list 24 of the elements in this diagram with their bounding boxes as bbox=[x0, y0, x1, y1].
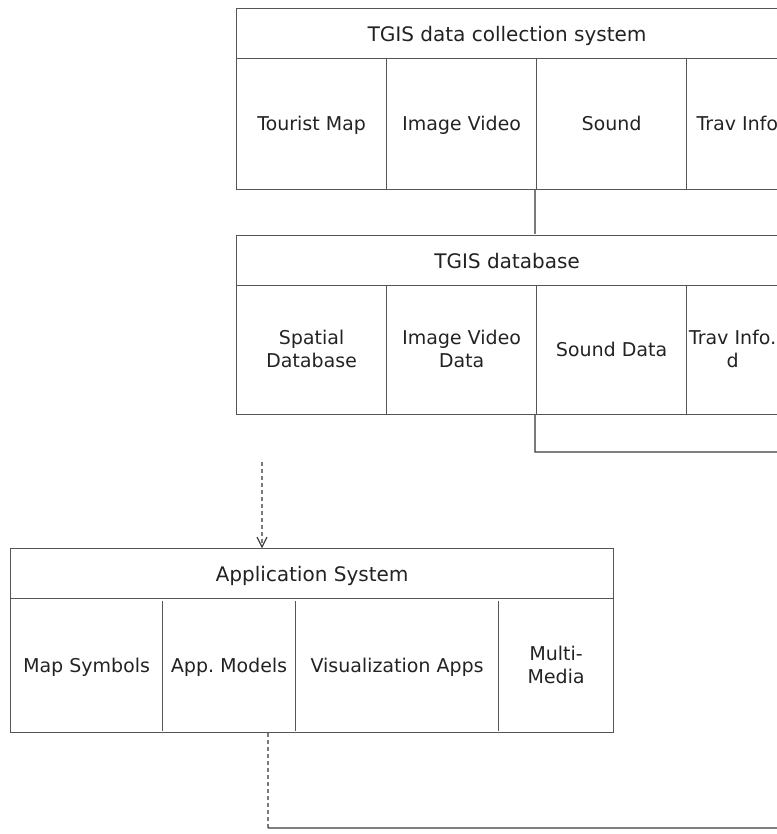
component-label: Visualization Apps bbox=[310, 654, 484, 678]
system-box bbox=[10, 548, 614, 733]
component-label: Trav Info. d bbox=[688, 327, 777, 373]
connector-line bbox=[534, 415, 777, 453]
connector-line bbox=[256, 462, 268, 548]
component-cell bbox=[686, 286, 777, 414]
component-label: Trav Info bbox=[696, 112, 777, 136]
component-cell bbox=[686, 59, 777, 189]
component-label: Image Video bbox=[402, 112, 521, 136]
component-label: Spatial Database bbox=[265, 327, 358, 373]
component-label: Sound Data bbox=[556, 338, 668, 362]
connector-line bbox=[534, 190, 536, 234]
system-title: TGIS data collection system bbox=[368, 22, 646, 46]
system-box bbox=[236, 8, 777, 190]
system-title: Application System bbox=[216, 562, 408, 586]
connector-line bbox=[267, 733, 269, 828]
component-label: Map Symbols bbox=[23, 654, 150, 678]
component-label: Multi- Media bbox=[526, 643, 586, 689]
system-box bbox=[236, 235, 777, 415]
component-label: Tourist Map bbox=[257, 112, 366, 136]
system-title: TGIS database bbox=[434, 248, 580, 272]
component-label: Image Video Data bbox=[401, 327, 522, 373]
component-label: Sound bbox=[582, 112, 642, 136]
component-label: App. Models bbox=[170, 654, 288, 678]
